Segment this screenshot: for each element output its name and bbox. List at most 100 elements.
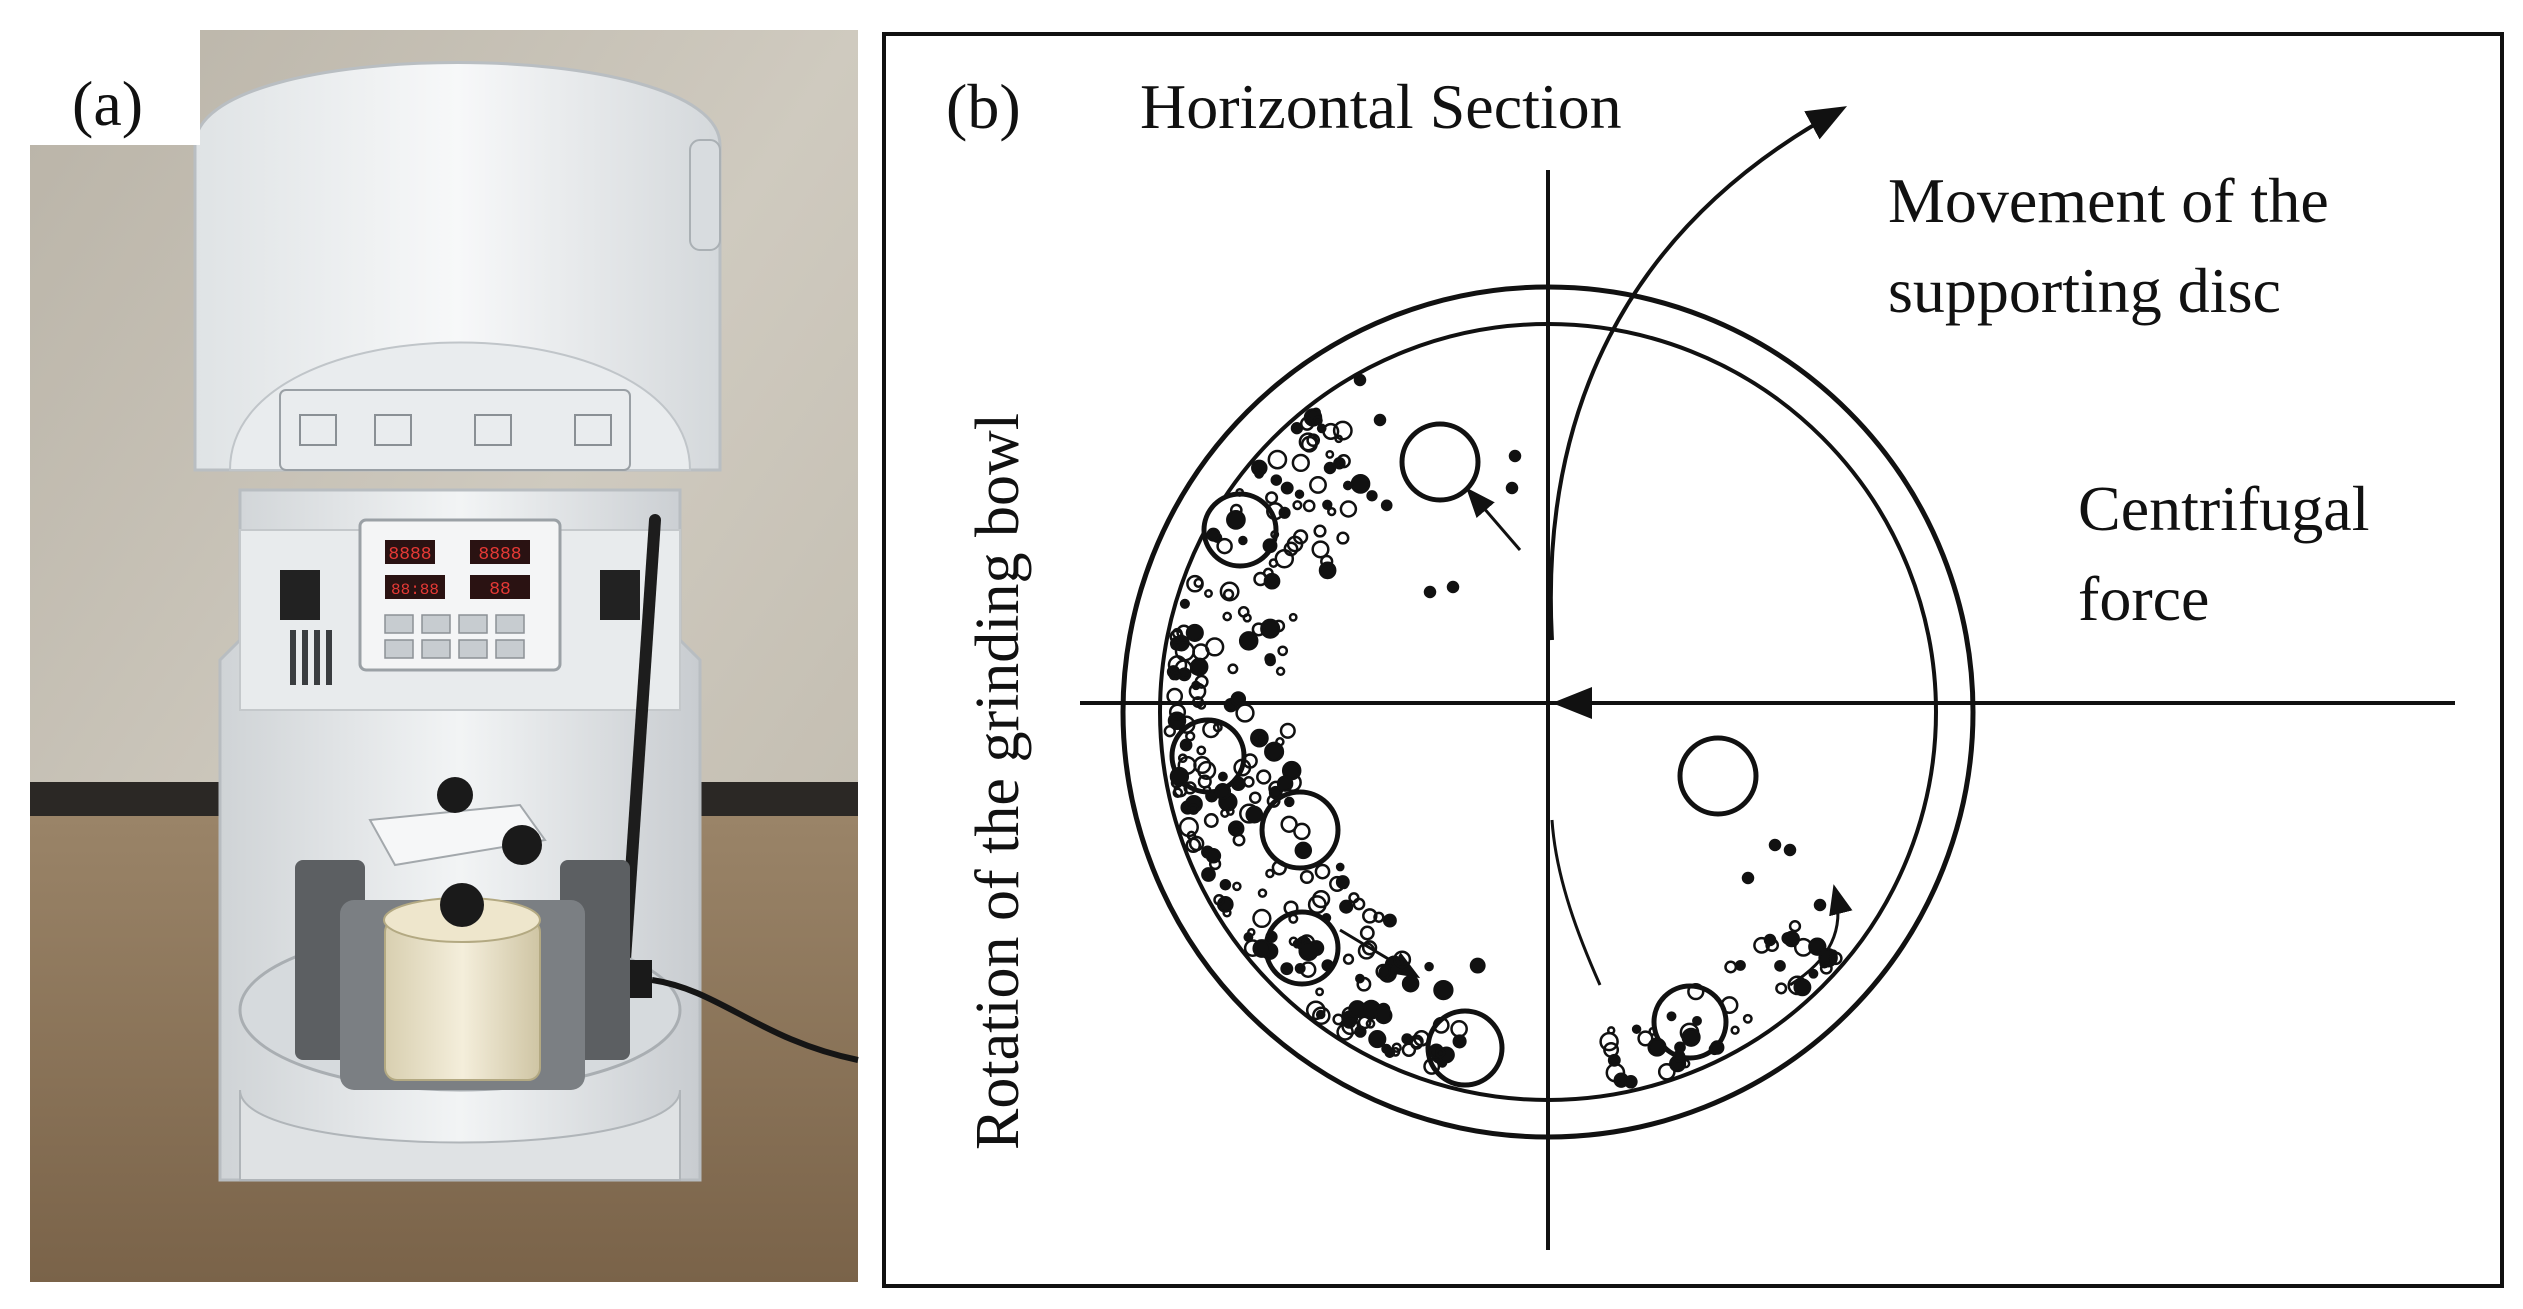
panel-a-label: (a)	[72, 68, 143, 139]
powder-particle	[1631, 1024, 1642, 1034]
powder-particle	[1254, 468, 1265, 479]
powder-particle	[1681, 1059, 1691, 1069]
powder-particle	[1350, 474, 1371, 494]
control-button[interactable]	[458, 639, 488, 659]
powder-particle	[1366, 490, 1378, 502]
lid-instruction-icons	[299, 414, 612, 446]
powder-particle	[1312, 415, 1323, 426]
control-button[interactable]	[495, 639, 525, 659]
powder-particle	[1342, 953, 1355, 965]
control-button[interactable]	[384, 639, 414, 659]
grinding-balls	[1169, 421, 1759, 1088]
grinding-ball	[1201, 491, 1279, 569]
powder-particle	[1169, 629, 1184, 644]
powder-particle	[1320, 554, 1334, 569]
movement-arc-lower	[1550, 819, 1602, 986]
control-button[interactable]	[421, 639, 451, 659]
panel-a-photo: 8888 8888 88:88 88	[30, 30, 859, 1282]
powder-particle	[1232, 881, 1242, 892]
display-2	[470, 540, 530, 564]
powder-particle	[1262, 538, 1278, 554]
powder-particle	[1265, 868, 1275, 879]
power-cable	[651, 977, 859, 1063]
powder-particle	[1353, 373, 1367, 387]
powder-particle	[1266, 502, 1285, 521]
powder-particle	[1380, 499, 1393, 512]
display-3-text: 88:88	[391, 581, 439, 599]
powder-particle	[1336, 454, 1351, 469]
powder-particle	[1352, 897, 1366, 911]
powder-particle	[1265, 930, 1278, 943]
powder-particle	[1284, 796, 1295, 808]
powder-particle	[1294, 841, 1313, 860]
powder-particle	[1321, 959, 1334, 972]
powder-particle	[1194, 674, 1209, 689]
powder-particle	[1280, 962, 1294, 976]
powder-particle	[1255, 732, 1268, 744]
powder-particle	[1355, 973, 1365, 984]
centrifugal-label-line2: force	[2078, 563, 2209, 634]
powder-particle	[1227, 663, 1239, 675]
powder-particle	[1362, 908, 1378, 924]
powder-particle	[1775, 982, 1788, 995]
powder-particle	[1373, 413, 1387, 427]
powder-particle	[1391, 1042, 1402, 1053]
control-button[interactable]	[458, 614, 488, 634]
powder-particle	[1299, 416, 1315, 431]
panel-b-label: (b)	[946, 71, 1021, 142]
powder-particle	[1230, 776, 1246, 792]
powder-particle	[1216, 537, 1233, 555]
powder-particle	[1288, 612, 1298, 622]
powder-particle	[1283, 900, 1299, 916]
powder-particle	[1271, 860, 1287, 876]
powder-particle	[1606, 1026, 1616, 1035]
powder-particle	[1375, 963, 1391, 980]
panel-b-diagram: (b) Horizontal Section Movement of the s…	[882, 32, 2504, 1288]
powder-particle	[1253, 571, 1268, 587]
powder-particle	[1230, 691, 1247, 707]
display-1-text: 8888	[388, 545, 431, 565]
powder-particle	[1788, 920, 1802, 933]
powder-particle	[1435, 1047, 1446, 1059]
powder-particle	[1179, 738, 1193, 752]
powder-particle	[1423, 585, 1437, 599]
powder-particle	[1213, 894, 1225, 906]
control-buttons	[384, 614, 525, 659]
panel-b-frame	[882, 32, 2504, 1288]
control-button[interactable]	[384, 614, 414, 634]
powder-particle	[1277, 645, 1289, 657]
powder-particle	[1335, 875, 1350, 890]
powder-particle	[1446, 580, 1460, 594]
powder-particle	[1730, 1025, 1740, 1035]
ball-trajectory-arrow	[1466, 487, 1522, 551]
display-4	[470, 575, 530, 599]
grinding-jar	[384, 919, 541, 1081]
powder-particle	[1235, 703, 1255, 723]
powder-particle	[1312, 1006, 1331, 1025]
powder-particle	[1768, 838, 1782, 852]
powder-particle	[1374, 1006, 1393, 1025]
powder-particle	[1401, 974, 1420, 993]
power-switch	[630, 960, 652, 998]
powder-particle	[1322, 499, 1333, 510]
vent-slots	[290, 630, 332, 685]
powder-particle	[1203, 813, 1219, 828]
powder-particle	[1808, 937, 1827, 956]
powder-particle	[1292, 500, 1303, 511]
powder-particle	[1206, 527, 1221, 542]
powder-particle	[1361, 940, 1378, 956]
display-2-text: 8888	[478, 545, 521, 565]
powder-particle	[1607, 1053, 1621, 1067]
bowl-outer-wall	[1120, 284, 1976, 1140]
movement-label-line1: Movement of the	[1888, 165, 2329, 236]
powder-particle	[1260, 618, 1281, 639]
display-1	[385, 540, 435, 564]
control-button[interactable]	[421, 614, 451, 634]
powder-particle	[1201, 867, 1216, 882]
powder-particle	[1813, 898, 1827, 912]
control-button[interactable]	[495, 614, 525, 634]
powder-particle	[1245, 805, 1264, 824]
powder-particle	[1225, 807, 1235, 816]
powder-particle	[1348, 1000, 1367, 1019]
powder-particle	[1687, 982, 1705, 1001]
